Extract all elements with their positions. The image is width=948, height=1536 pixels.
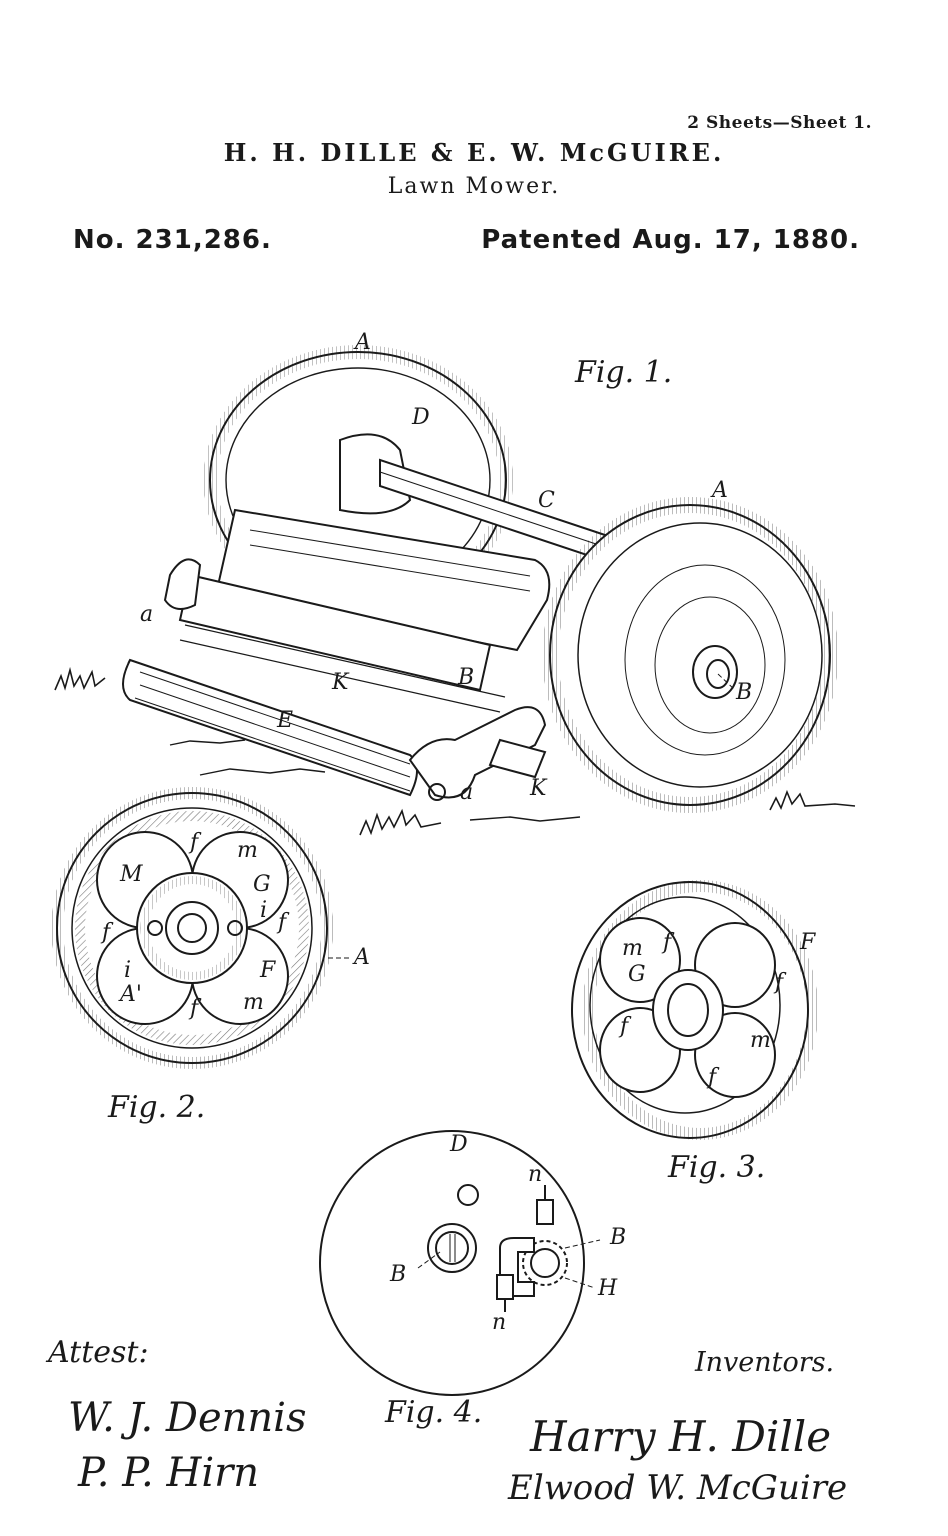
fig1-ref-letter: E	[277, 708, 294, 733]
fig3-ref-letter: f	[708, 1065, 717, 1090]
fig3-ref-letter: f	[663, 930, 672, 955]
inventor-names: H. H. DILLE & E. W. McGUIRE.	[223, 138, 725, 167]
fig2-ref-letter: A'	[120, 982, 142, 1007]
fig4-drawing	[319, 1130, 601, 1396]
fig4-ref-letter: B	[390, 1262, 407, 1287]
sheet-count: 2 Sheets—Sheet 1.	[687, 113, 872, 133]
fig3-ref-letter: G	[628, 962, 646, 987]
fig2-ref-letter: f	[190, 830, 199, 855]
fig3-ref-letter: m	[750, 1028, 771, 1053]
fig2-ref-letter: F	[260, 958, 276, 983]
fig2-ref-letter: f	[190, 996, 199, 1021]
fig1-ref-letter: A	[712, 478, 728, 503]
witness-signature-2: P. P. Hirn	[78, 1450, 260, 1496]
fig1-ref-letter: a	[460, 780, 474, 805]
fig1-label: Fig. 1.	[575, 355, 673, 390]
fig3-ref-letter: m	[622, 936, 643, 961]
patent-number: No. 231,286.	[73, 225, 272, 255]
fig3-ref-letter: f	[620, 1014, 629, 1039]
fig4-ref-letter: n	[492, 1310, 507, 1335]
inventors-label: Inventors.	[695, 1347, 835, 1378]
fig4-ref-letter: D	[450, 1132, 468, 1157]
fig3-label: Fig. 3.	[668, 1150, 766, 1185]
fig3-drawing	[571, 880, 818, 1140]
fig4-ref-letter: n	[528, 1162, 543, 1187]
inventor-signature-2: Elwood W. McGuire	[508, 1468, 848, 1508]
fig2-label: Fig. 2.	[108, 1090, 206, 1125]
witness-signature-1: W. J. Dennis	[68, 1395, 307, 1441]
fig1-ref-letter: a	[140, 602, 154, 627]
fig1-ref-letter: K	[530, 776, 547, 801]
fig1-ref-letter: C	[538, 488, 555, 513]
fig4-ref-letter: H	[598, 1276, 618, 1301]
fig3-ref-letter: f	[775, 970, 784, 995]
fig2-drawing	[51, 787, 333, 1069]
fig2-ref-letter: m	[243, 990, 264, 1015]
fig1-ref-letter: B	[736, 680, 753, 705]
fig2-ref-letter: m	[237, 838, 258, 863]
inventor-signature-1: Harry H. Dille	[530, 1412, 832, 1461]
patent-date: Patented Aug. 17, 1880.	[481, 225, 860, 255]
fig2-ref-letter: f	[102, 920, 111, 945]
fig2-ref-letter: f	[278, 910, 287, 935]
fig2-ref-letter: i	[124, 958, 132, 983]
fig2-ref-letter: i	[260, 898, 268, 923]
fig1-drawing	[54, 345, 856, 836]
fig3-ref-letter: F	[800, 930, 816, 955]
fig4-label: Fig. 4.	[385, 1395, 483, 1430]
fig2-ref-letter: M	[120, 862, 143, 887]
fig1-ref-letter: B	[458, 665, 475, 690]
fig4-ref-letter: B	[610, 1225, 627, 1250]
patent-title: Lawn Mower.	[387, 174, 561, 199]
fig1-ref-letter: K	[332, 670, 349, 695]
fig2-ref-letter: A	[354, 945, 370, 970]
attest-label: Attest:	[48, 1335, 149, 1370]
fig1-ref-letter: A	[355, 330, 371, 355]
fig2-ref-letter: G	[253, 872, 271, 897]
fig1-ref-letter: D	[412, 405, 430, 430]
